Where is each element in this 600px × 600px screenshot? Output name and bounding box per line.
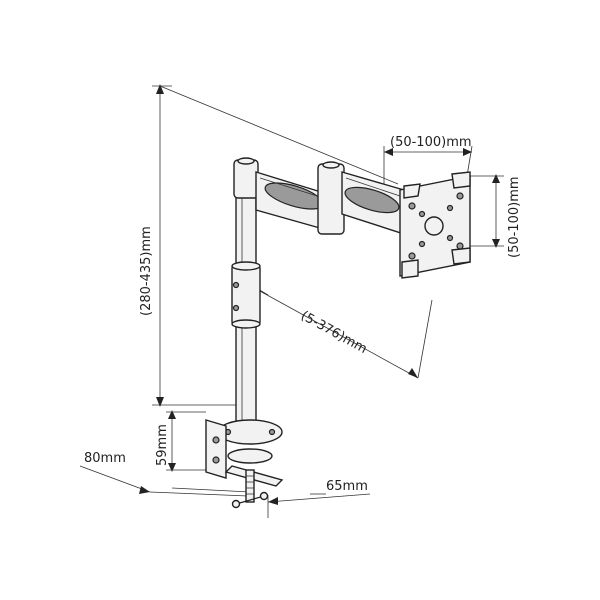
arm-reach-label: (5-376)mm (298, 308, 369, 357)
pole (231, 157, 261, 437)
arm-segment-2 (341, 171, 405, 235)
dimension-lines (79, 84, 504, 518)
clamp-depth-label: 80mm (84, 451, 126, 466)
vesa-width-label: (50-100)mm (390, 135, 472, 150)
vesa-height-label: (50-100)mm (507, 176, 522, 258)
clamp-height-label: 59mm (155, 424, 170, 466)
arm-joint (317, 161, 345, 235)
desk-clamp (205, 419, 284, 509)
vesa-plate (399, 171, 471, 279)
clamp-width-label: 65mm (326, 479, 368, 494)
pole-height-label: (280-435)mm (139, 226, 154, 316)
